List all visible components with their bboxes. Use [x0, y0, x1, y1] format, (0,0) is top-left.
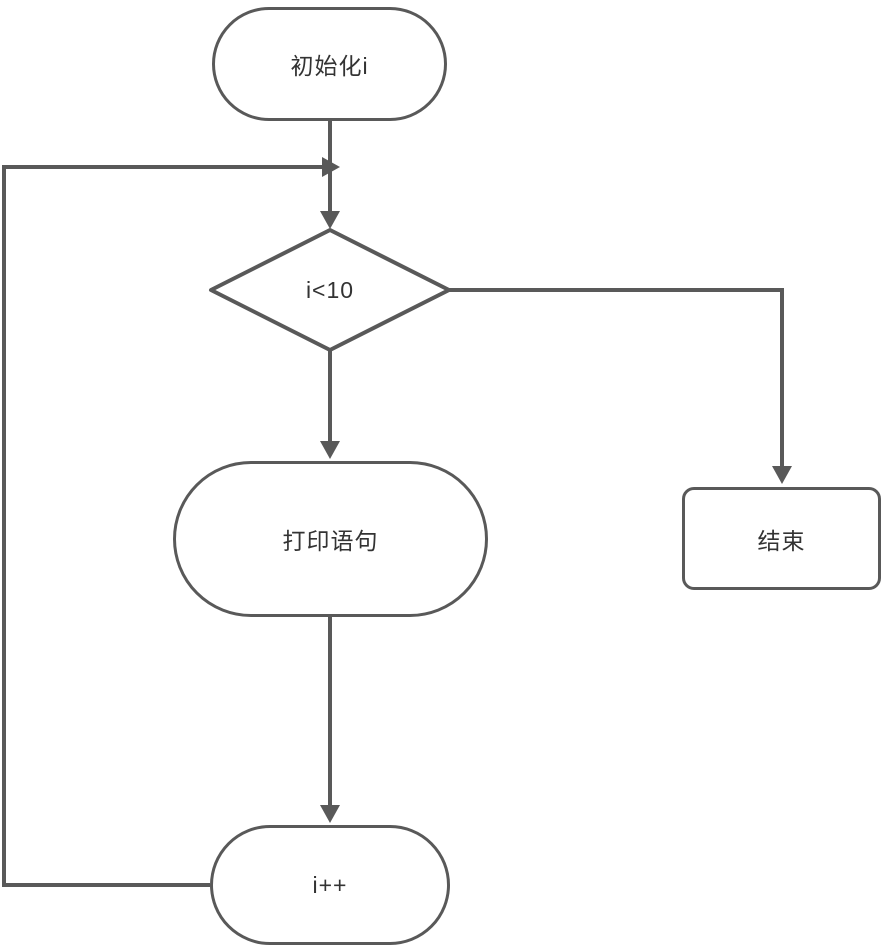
node-end-label: 结束: [757, 527, 806, 554]
node-print-label: 打印语句: [282, 528, 379, 554]
node-print: 打印语句: [173, 461, 488, 617]
arrowhead-down-icon: [320, 211, 340, 229]
arrowhead-down-icon: [320, 441, 340, 459]
connector-line: [449, 288, 784, 466]
connector-decision-to-print: [320, 350, 340, 459]
arrowhead-down-icon: [772, 466, 792, 484]
connector-decision-to-end: [449, 288, 792, 484]
diamond-shape: [209, 228, 451, 352]
node-decision: i<10: [208, 227, 452, 353]
node-start-label: 初始化i: [290, 53, 369, 79]
node-start: 初始化i: [212, 7, 447, 121]
connector-line: [2, 165, 322, 887]
node-increment: i++: [210, 825, 450, 945]
node-increment-label: i++: [312, 871, 348, 898]
connector-print-to-increment: [320, 616, 340, 823]
connector-loopback-increment-to-junction: [2, 157, 340, 887]
arrowhead-down-icon: [320, 805, 340, 823]
arrowhead-right-icon: [322, 157, 340, 177]
node-decision-label: i<10: [305, 276, 355, 303]
node-end: 结束: [682, 487, 881, 590]
